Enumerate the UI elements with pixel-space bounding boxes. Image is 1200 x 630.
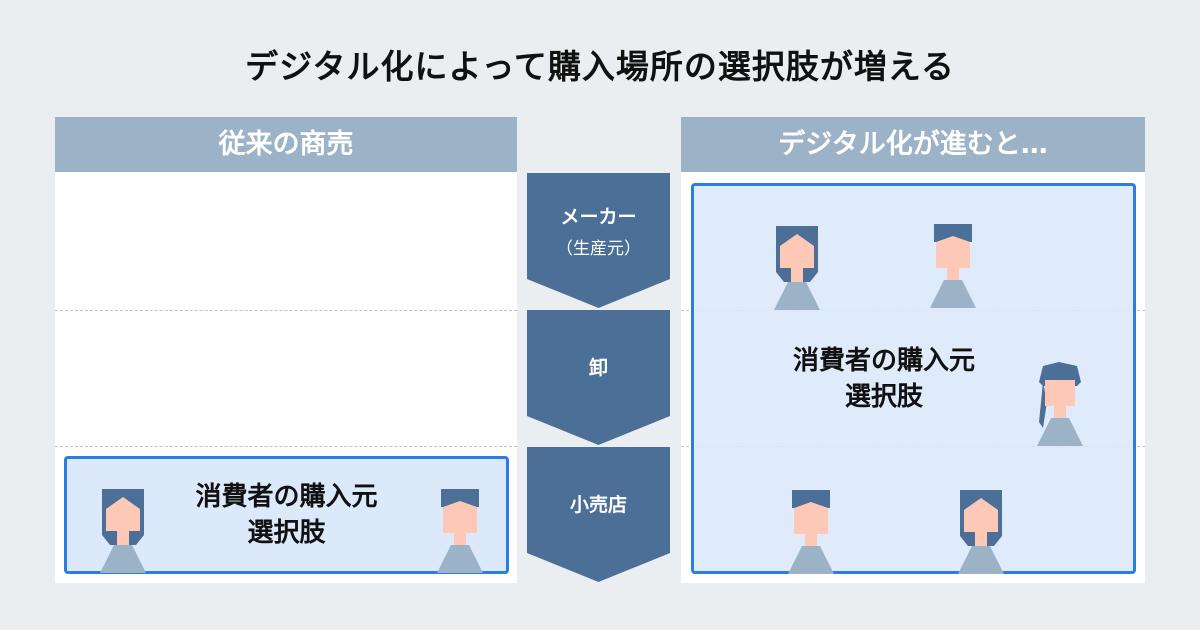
choice-label: 消費者の購入元 選択肢: [754, 343, 1014, 415]
flow-label: 小売店: [569, 494, 627, 516]
choice-label-line2: 選択肢: [247, 518, 326, 548]
choice-label-line2: 選択肢: [844, 382, 923, 412]
arrow-down-icon: [527, 173, 670, 308]
divider: [55, 310, 517, 311]
flow-sublabel: （生産元）: [556, 239, 641, 259]
flow-step-retail: 小売店: [527, 447, 670, 583]
male-person-icon: [788, 490, 834, 574]
flow-label: メーカー: [560, 206, 637, 228]
arrow-down-icon: [527, 447, 670, 582]
long-hair-person-icon: [1037, 362, 1083, 446]
digital-panel: デジタル化が進むと… 消費者の購入元 選択肢: [681, 117, 1145, 583]
page-title: デジタル化によって購入場所の選択肢が増える: [245, 47, 955, 86]
choice-box: 消費者の購入元 選択肢: [64, 456, 509, 574]
male-person-icon: [437, 489, 483, 573]
female-person-icon: [774, 226, 820, 310]
digital-header: デジタル化が進むと…: [681, 117, 1145, 172]
flow-step-maker: メーカー （生産元）: [527, 173, 670, 309]
choice-box: 消費者の購入元 選択肢: [691, 183, 1136, 574]
choice-label-line1: 消費者の購入元: [792, 346, 975, 376]
arrow-down-icon: [527, 310, 670, 445]
female-person-icon: [100, 489, 146, 573]
choice-label-line1: 消費者の購入元: [195, 482, 378, 512]
flow-step-wholesale: 卸: [527, 310, 670, 446]
traditional-panel: 従来の商売 消費者の購入元 選択肢: [55, 117, 517, 583]
flow-label: 卸: [588, 357, 608, 379]
divider: [55, 446, 517, 447]
choice-label: 消費者の購入元 選択肢: [67, 479, 506, 551]
female-person-icon: [958, 490, 1004, 574]
male-person-icon: [930, 224, 976, 308]
traditional-header: 従来の商売: [55, 117, 517, 172]
